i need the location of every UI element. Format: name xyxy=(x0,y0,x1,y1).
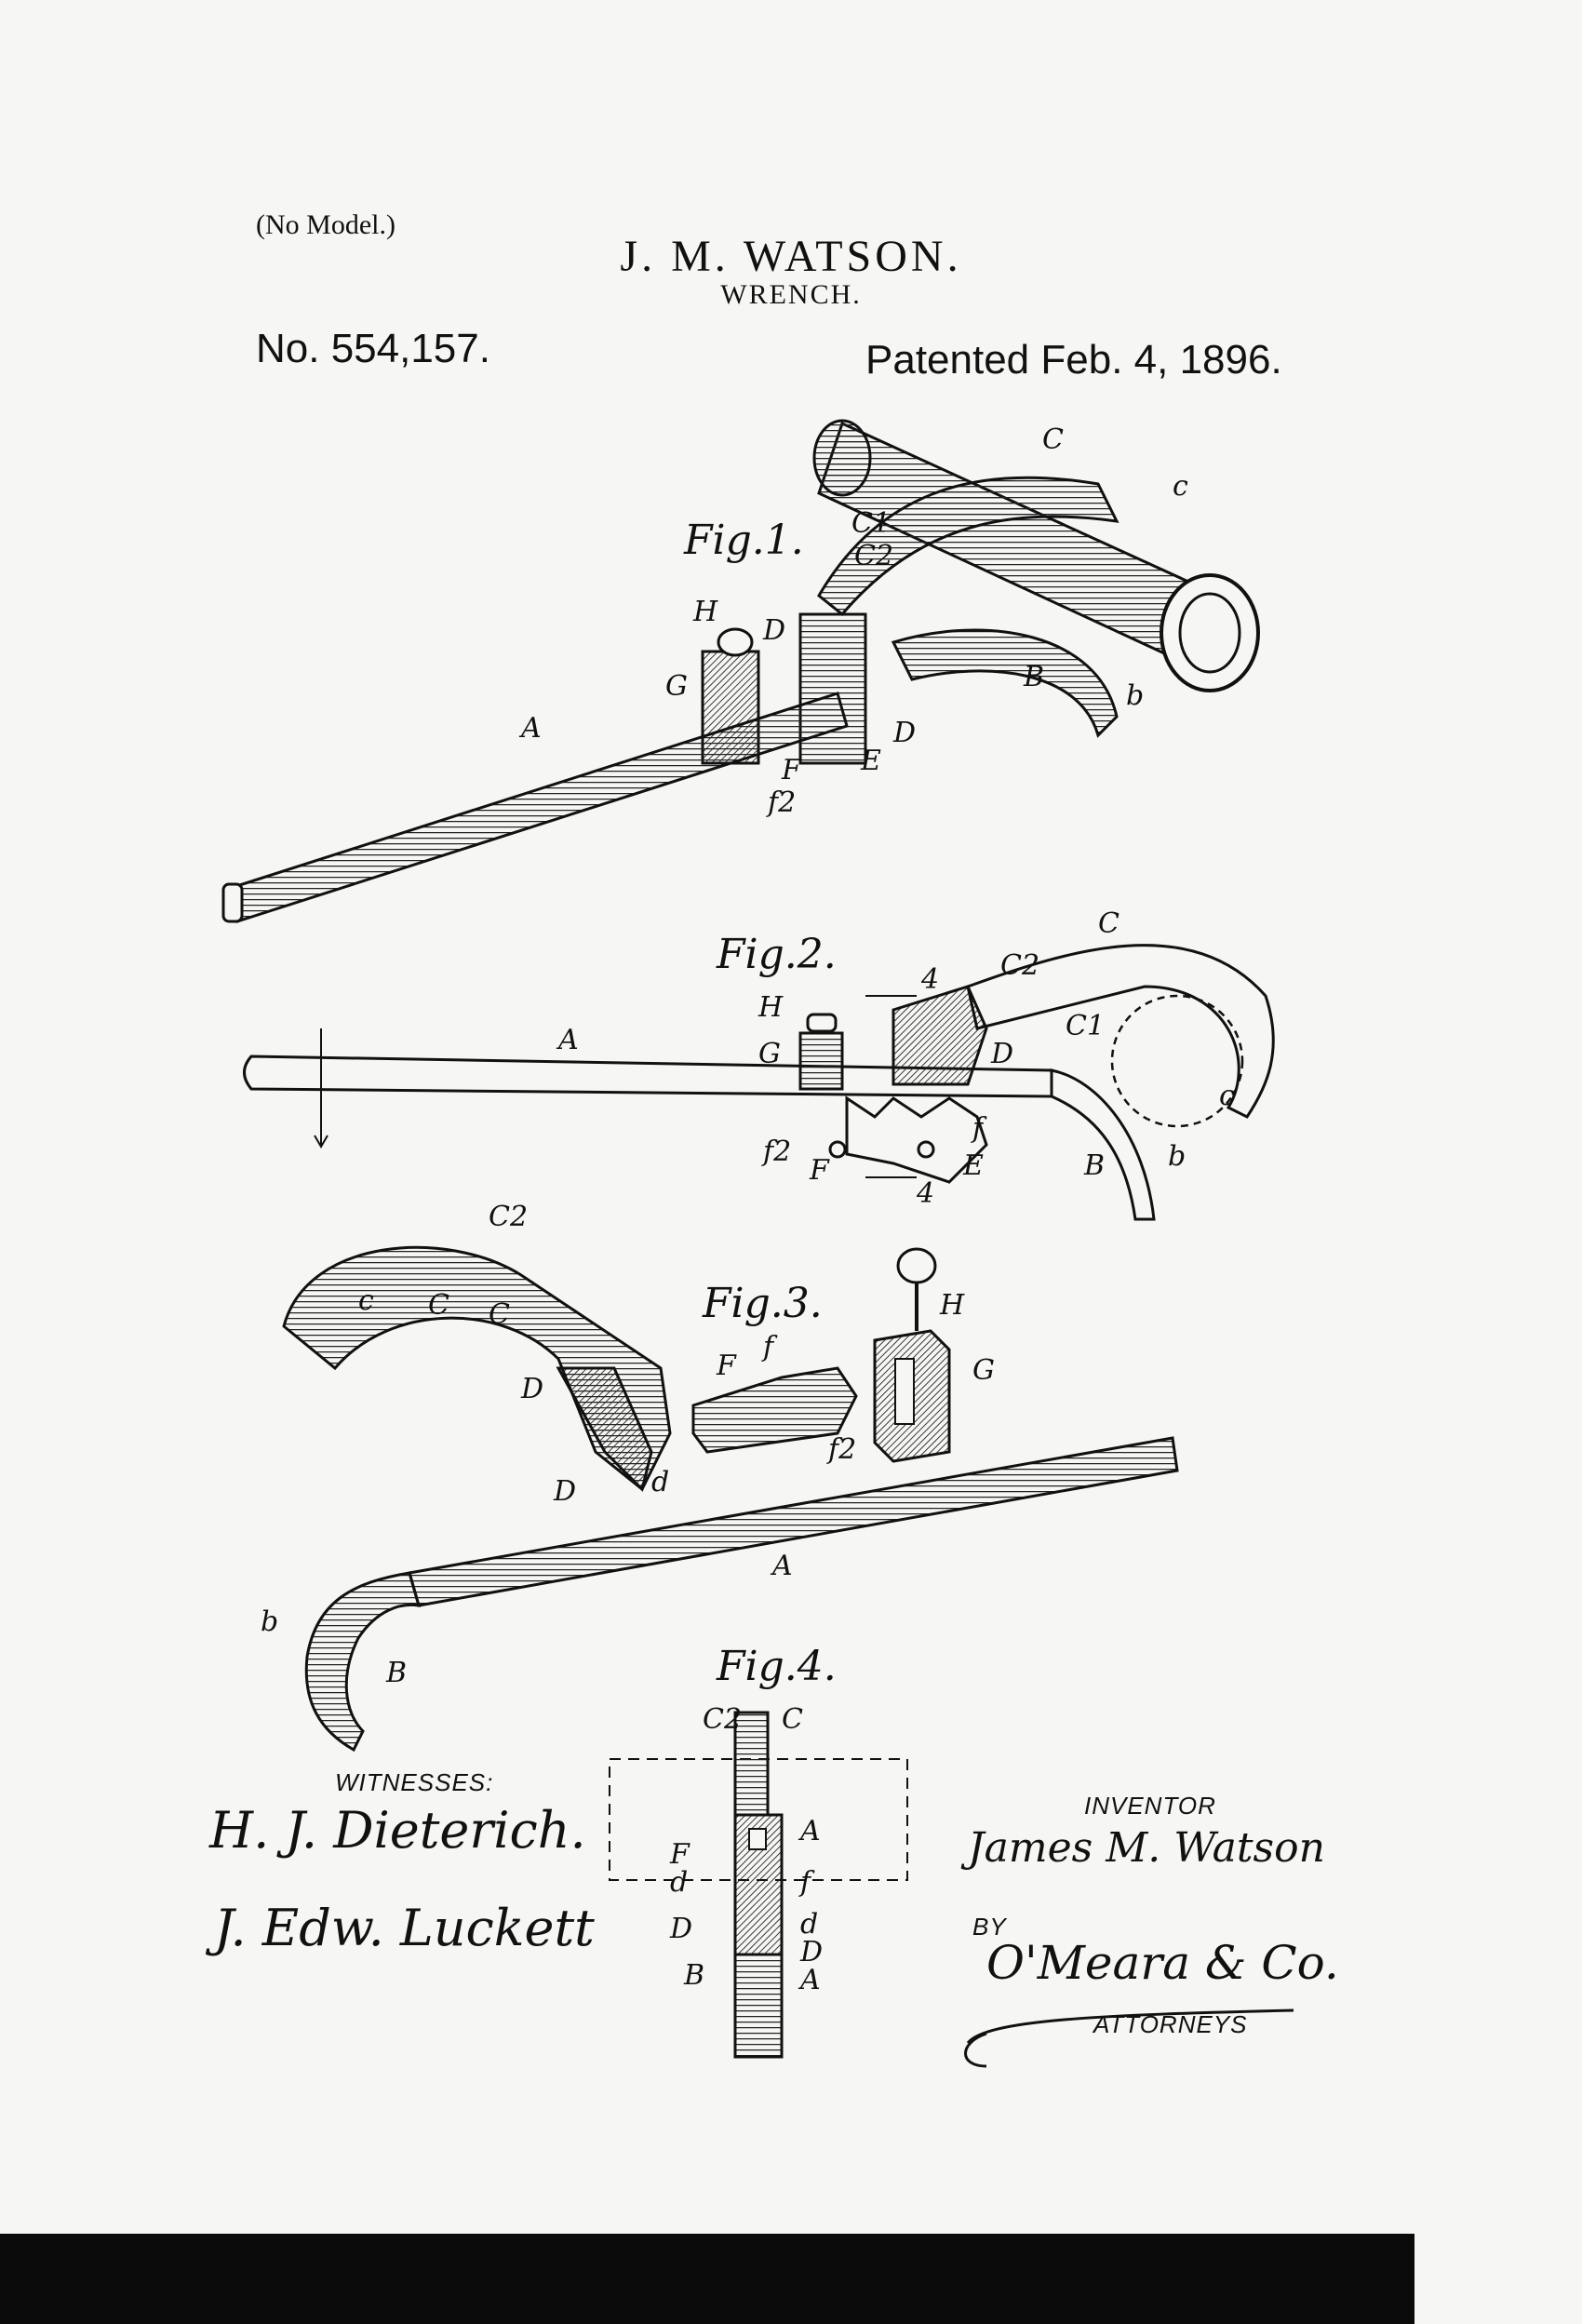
ref-b: b xyxy=(1126,679,1145,712)
figure-1-label: Fig.1. xyxy=(684,517,804,564)
ref-D: D xyxy=(763,614,786,647)
figure-3-drawing xyxy=(282,1245,1179,1753)
patent-title: WRENCH. xyxy=(720,279,862,310)
pipe-bore xyxy=(1178,592,1241,674)
ref-b-fig2: b xyxy=(1168,1140,1186,1173)
ref-c-fig3: c xyxy=(358,1284,374,1317)
ref-D-fig2: D xyxy=(991,1038,1014,1070)
model-note: (No Model.) xyxy=(256,209,396,240)
ref-A-fig2: A xyxy=(558,1024,579,1056)
ref-A-fig4: A xyxy=(800,1815,821,1847)
bar-A-exploded xyxy=(408,1436,1179,1607)
ref-C: C xyxy=(1042,423,1064,456)
ref-F-fig4: F xyxy=(670,1838,690,1871)
pipe-section-dashed xyxy=(1110,994,1244,1128)
pawl-F xyxy=(691,1366,858,1454)
ref-C2-fig3: C2 xyxy=(489,1201,529,1233)
ref-C1-fig2: C1 xyxy=(1066,1010,1106,1042)
inventor-heading: INVENTOR xyxy=(1084,1792,1216,1820)
witnesses-heading: WITNESSES: xyxy=(335,1768,494,1796)
ref-4-bottom: 4 xyxy=(917,1177,935,1210)
block-D xyxy=(798,612,867,765)
ref-D-fig3: D xyxy=(521,1373,544,1405)
ref-4-top: 4 xyxy=(921,963,940,996)
ref-F-fig3: F xyxy=(717,1350,736,1382)
ref-F: F xyxy=(782,754,801,786)
ref-B: B xyxy=(1024,661,1045,693)
ref-H-fig2: H xyxy=(758,991,784,1024)
ref-H: H xyxy=(693,596,718,628)
ref-f-fig3: f xyxy=(763,1331,774,1364)
ref-A-fig3: A xyxy=(772,1550,793,1582)
ref-A: A xyxy=(521,712,542,745)
ref-f-fig2: f xyxy=(972,1112,984,1145)
inventor-name: J. M. WATSON. xyxy=(620,232,962,281)
patent-date: Patented Feb. 4, 1896. xyxy=(865,337,1282,383)
ref-c: c xyxy=(1173,470,1188,503)
handle-outline xyxy=(243,1055,1053,1098)
ref-G-fig2: G xyxy=(758,1038,781,1070)
ref-C-fig2: C xyxy=(1098,907,1119,940)
attorney-signature: O'Meara & Co. xyxy=(986,1936,1339,1990)
ref-D-fig4-2: D xyxy=(800,1936,824,1968)
ref-b-fig3: b xyxy=(261,1605,279,1638)
ref-C-fig4: C xyxy=(782,1703,803,1736)
figure-3-label: Fig.3. xyxy=(703,1280,823,1327)
ref-d-fig4: d xyxy=(670,1866,689,1899)
ref-G: G xyxy=(665,670,688,703)
ref-C-fig3: C xyxy=(428,1289,449,1322)
ref-C2-fig2: C2 xyxy=(1000,949,1040,982)
ref-A-fig4-2: A xyxy=(800,1964,821,1996)
figure-2-drawing xyxy=(243,944,1275,1221)
ref-B-fig2: B xyxy=(1084,1149,1106,1182)
ref-C2: C2 xyxy=(854,540,894,572)
thumb-screw xyxy=(717,627,754,657)
jaw-B-exploded xyxy=(304,1571,422,1753)
ref-f2-fig3: f2 xyxy=(828,1433,857,1466)
jaw-C-exploded xyxy=(282,1245,672,1492)
figure-2-label: Fig.2. xyxy=(717,931,837,978)
figure-1-drawing xyxy=(221,419,1260,923)
ref-d-fig3: d xyxy=(651,1466,670,1498)
ref-B-fig3: B xyxy=(386,1657,408,1689)
ref-D-fig4: D xyxy=(670,1913,693,1945)
ref-C1: C1 xyxy=(851,507,892,540)
by-label: BY xyxy=(972,1913,1007,1941)
ref-C-fig3-2: C xyxy=(489,1298,510,1331)
ref-c-fig2: c xyxy=(1219,1080,1235,1112)
patent-number: No. 554,157. xyxy=(256,326,490,371)
scan-border xyxy=(0,2234,1414,2324)
ref-d-fig4-2: d xyxy=(800,1908,819,1941)
ref-C2-fig4: C2 xyxy=(703,1703,743,1736)
ref-G-fig3: G xyxy=(972,1354,995,1387)
ref-f2: f2 xyxy=(768,786,797,819)
ref-F-fig2: F xyxy=(810,1154,829,1187)
figure-4-drawing xyxy=(609,1711,908,2059)
ref-E: E xyxy=(861,745,881,777)
inventor-signature: James M. Watson xyxy=(968,1824,1325,1872)
attorneys-heading: ATTORNEYS xyxy=(1093,2010,1248,2038)
ref-D-2: D xyxy=(893,717,917,749)
ref-H-fig3: H xyxy=(940,1289,965,1322)
witness-signature-1: H. J. Dieterich. xyxy=(209,1801,586,1860)
witness-signature-2: J. Edw. Luckett xyxy=(214,1899,595,1957)
lower-jaw xyxy=(891,628,1119,738)
ref-f2-fig2: f2 xyxy=(763,1135,792,1168)
figure-4-label: Fig.4. xyxy=(717,1643,837,1690)
ref-D-fig3-2: D xyxy=(554,1475,577,1508)
ref-B-fig4: B xyxy=(684,1959,705,1992)
upper-jaw xyxy=(817,476,1119,617)
ref-E-fig2: E xyxy=(963,1149,984,1182)
ref-f-fig4: f xyxy=(800,1866,811,1899)
